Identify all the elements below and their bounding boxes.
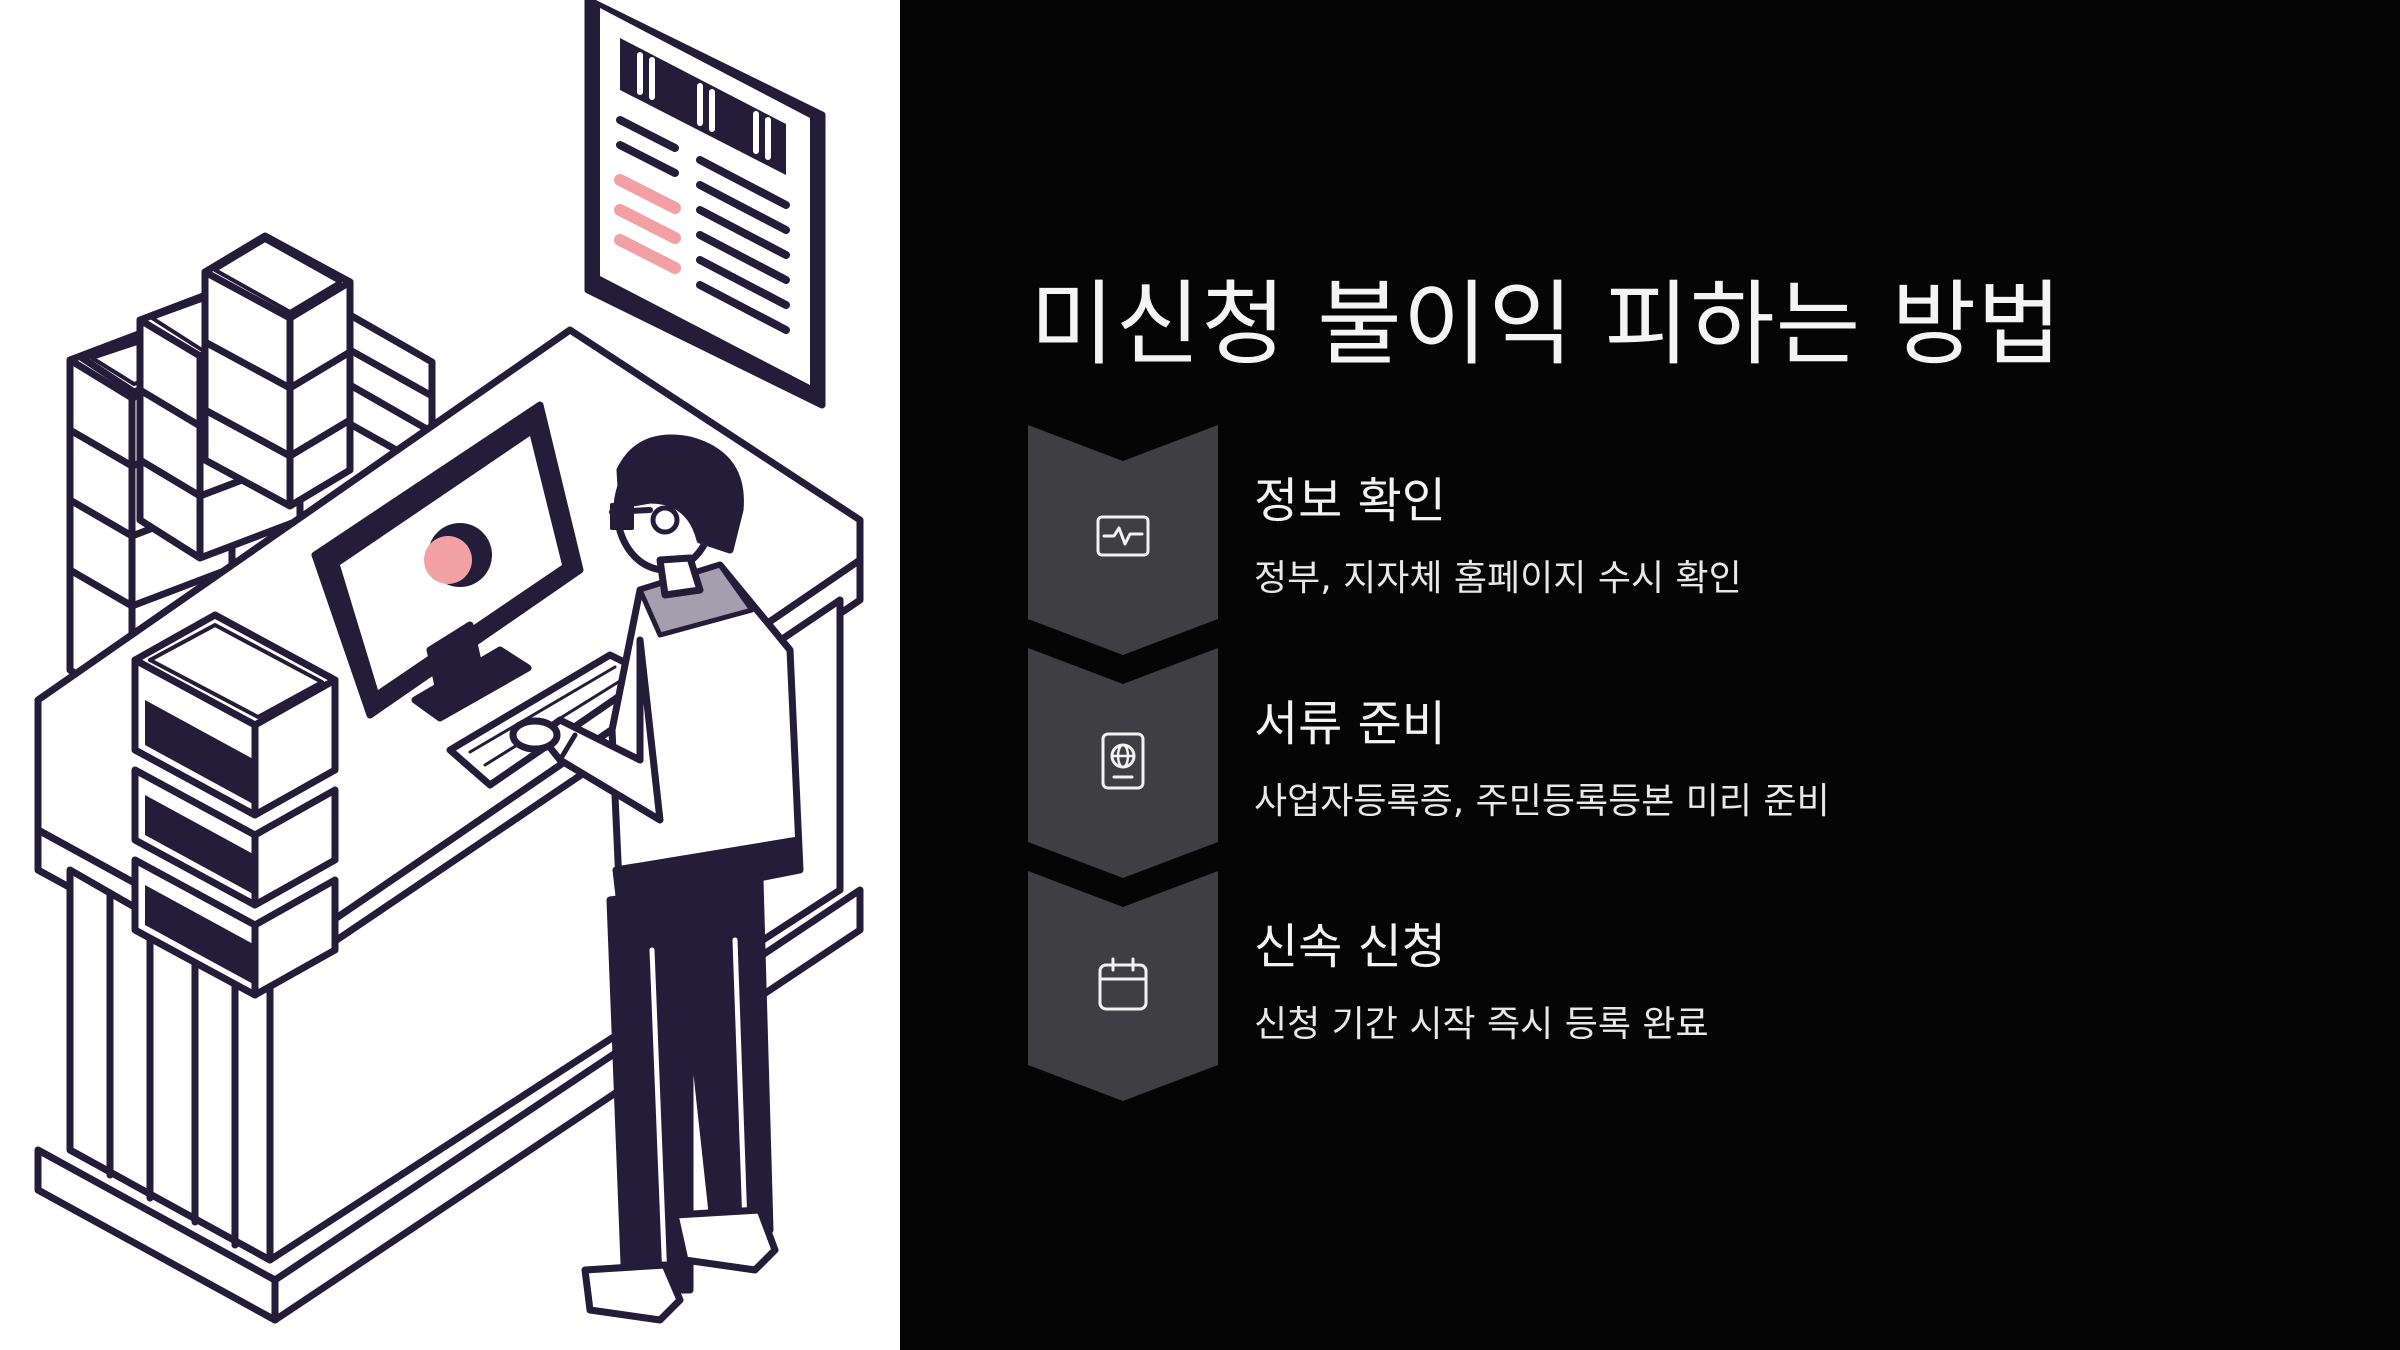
person-figure — [509, 434, 804, 1324]
page-title: 미신청 불이익 피하는 방법 — [1030, 271, 2063, 378]
step-description: 신청 기간 시작 즉시 등록 완료 — [1254, 1004, 1709, 1045]
step-description: 사업자등록증, 주민등록등본 미리 준비 — [1254, 781, 1830, 822]
step-item-quick-apply: 신속 신청 신청 기간 시작 즉시 등록 완료 — [1028, 871, 2228, 1101]
step-badge — [1028, 871, 1218, 1101]
step-badge — [1028, 425, 1218, 655]
computer-monitor — [311, 401, 584, 722]
step-description: 정부, 지자체 홈페이지 수시 확인 — [1254, 558, 1742, 599]
office-worker-illustration — [0, 0, 900, 1350]
passport-icon — [1101, 732, 1145, 790]
activity-monitor-icon — [1096, 515, 1150, 557]
calendar-icon — [1098, 957, 1148, 1011]
step-heading: 신속 신청 — [1254, 919, 1446, 975]
content-panel: 미신청 불이익 피하는 방법 정보 확인 정부, 지자체 홈페이지 수시 확인 — [900, 0, 2400, 1350]
step-heading: 정보 확인 — [1254, 473, 1446, 529]
step-item-info-check: 정보 확인 정부, 지자체 홈페이지 수시 확인 — [1028, 425, 2228, 655]
wall-chart-poster — [584, 0, 826, 409]
step-heading: 서류 준비 — [1254, 696, 1446, 752]
step-badge — [1028, 648, 1218, 878]
step-item-document-prep: 서류 준비 사업자등록증, 주민등록등본 미리 준비 — [1028, 648, 2228, 878]
desk-file-boxes — [131, 611, 339, 999]
